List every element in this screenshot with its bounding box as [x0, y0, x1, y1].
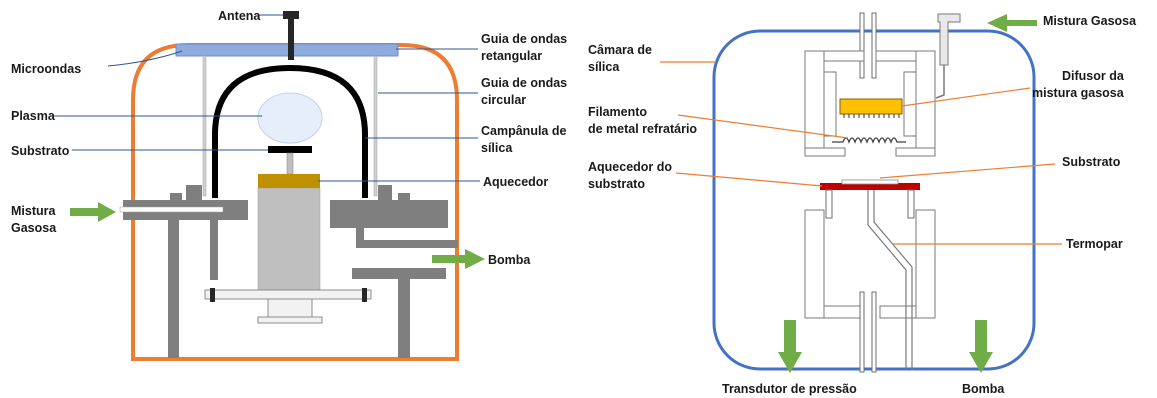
substrate-stem: [286, 152, 294, 175]
circular-waveguide-left: [202, 55, 207, 197]
pump-pipe-lower: [352, 268, 446, 358]
lower-housing-bottom-right: [879, 305, 917, 319]
label-guia-retangular-1: Guia de ondas: [481, 32, 567, 46]
label-substrato: Substrato: [11, 144, 70, 158]
pump-outlet-arrow-icon: [432, 249, 485, 269]
label-aquecedor-2: substrato: [588, 177, 645, 191]
lower-housing-bottom-left: [823, 305, 861, 319]
right-base-flange: [330, 200, 448, 228]
filament-holder-left: [804, 147, 846, 157]
upper-housing-inner-left: [823, 71, 837, 137]
upper-housing-top-right: [875, 50, 917, 62]
left-base-bump: [186, 185, 202, 200]
top-tube-left: [859, 12, 865, 79]
filament-holder-right: [895, 147, 936, 157]
substrate: [841, 179, 899, 185]
label-guia-circular-2: circular: [481, 93, 526, 107]
label-transdutor: Transdutor de pressão: [722, 382, 857, 396]
gas-diffuser: [839, 98, 903, 115]
leader-filamento: [677, 114, 849, 139]
leader-difusor: [901, 87, 1031, 107]
top-tube-right: [871, 12, 877, 79]
left-base-bump-2: [170, 193, 182, 200]
rectangular-waveguide: [175, 43, 399, 57]
leader-microondas: [107, 50, 183, 67]
substrate-plate: [268, 146, 312, 153]
label-termopar: Termopar: [1066, 237, 1123, 251]
right-leg-stub: [356, 228, 364, 248]
label-mistura-1: Mistura: [11, 204, 57, 218]
bottom-foot: [257, 316, 323, 324]
left-leader-lines: [52, 14, 480, 182]
heater-column: [257, 187, 321, 291]
mpcvd-reactor-diagram: Antena Microondas Guia de ondas retangul…: [11, 9, 567, 361]
label-campanula-1: Campânula de: [481, 124, 566, 138]
label-microondas: Microondas: [11, 62, 81, 76]
silica-bell-jar: [212, 64, 368, 198]
outer-chamber: [131, 43, 459, 361]
label-aquecedor-1: Aquecedor do: [588, 160, 672, 174]
gas-mixture-arrow-icon: [987, 14, 1037, 32]
upper-housing-right: [915, 50, 936, 149]
upper-housing-top-left: [823, 50, 865, 62]
lower-housing-left: [804, 209, 825, 319]
refractory-filament: [832, 137, 906, 144]
pump-pipe-upper: [356, 240, 458, 248]
gas-inlet-channel: [119, 206, 224, 213]
gas-inlet-arrow-icon: [70, 202, 116, 222]
label-mistura-2: Gasosa: [11, 221, 57, 235]
pressure-transducer-arrow-icon: [778, 320, 802, 373]
left-leg: [168, 220, 179, 358]
lower-post-left: [825, 189, 833, 219]
leader-aquecedor-substrato: [675, 172, 823, 187]
lower-housing-right: [915, 209, 936, 319]
bottom-platform-end-right: [362, 288, 367, 302]
right-base-bump: [378, 185, 392, 200]
bottom-column: [267, 298, 313, 318]
heater-block: [258, 174, 320, 188]
bottom-platform: [204, 289, 372, 300]
substrate-heater: [820, 183, 920, 190]
label-guia-circular-1: Guia de ondas: [481, 76, 567, 90]
antenna-top: [283, 11, 299, 19]
diffuser-holes: [843, 114, 900, 118]
gas-inlet-tube: [935, 65, 945, 99]
right-leader-lines: [660, 61, 1062, 245]
label-bomba-right: Bomba: [962, 382, 1005, 396]
leader-substrato: [879, 163, 1056, 179]
pump-arrow-icon: [969, 320, 993, 373]
label-filamento-2: de metal refratário: [588, 122, 697, 136]
lower-post-right: [907, 189, 915, 219]
antenna-rod: [288, 19, 294, 60]
label-difusor-1: Difusor da: [1062, 69, 1125, 83]
hfcvd-reactor-diagram: Mistura Gasosa Câmara de sílica Difusor …: [588, 12, 1137, 396]
label-antena: Antena: [218, 9, 261, 23]
label-camara-1: Câmara de: [588, 43, 652, 57]
label-difusor-2: mistura gasosa: [1032, 86, 1125, 100]
circular-waveguide-right: [373, 55, 378, 197]
label-camara-2: sílica: [588, 60, 620, 74]
plasma-ball: [257, 92, 323, 144]
bottom-tube-left: [859, 291, 865, 373]
label-campanula-2: sílica: [481, 141, 513, 155]
label-mistura-gasosa: Mistura Gasosa: [1043, 14, 1137, 28]
label-plasma: Plasma: [11, 109, 56, 123]
right-base-bump-2: [398, 193, 410, 200]
label-bomba-left: Bomba: [488, 253, 531, 267]
label-aquecedor: Aquecedor: [483, 175, 548, 189]
gas-inlet-elbow: [937, 13, 961, 66]
left-leg-stub: [210, 220, 218, 280]
label-filamento-1: Filamento: [588, 105, 647, 119]
label-substrato-right: Substrato: [1062, 155, 1121, 169]
bottom-platform-end-left: [210, 288, 215, 302]
bottom-tube-right: [871, 291, 877, 373]
label-guia-retangular-2: retangular: [481, 49, 542, 63]
